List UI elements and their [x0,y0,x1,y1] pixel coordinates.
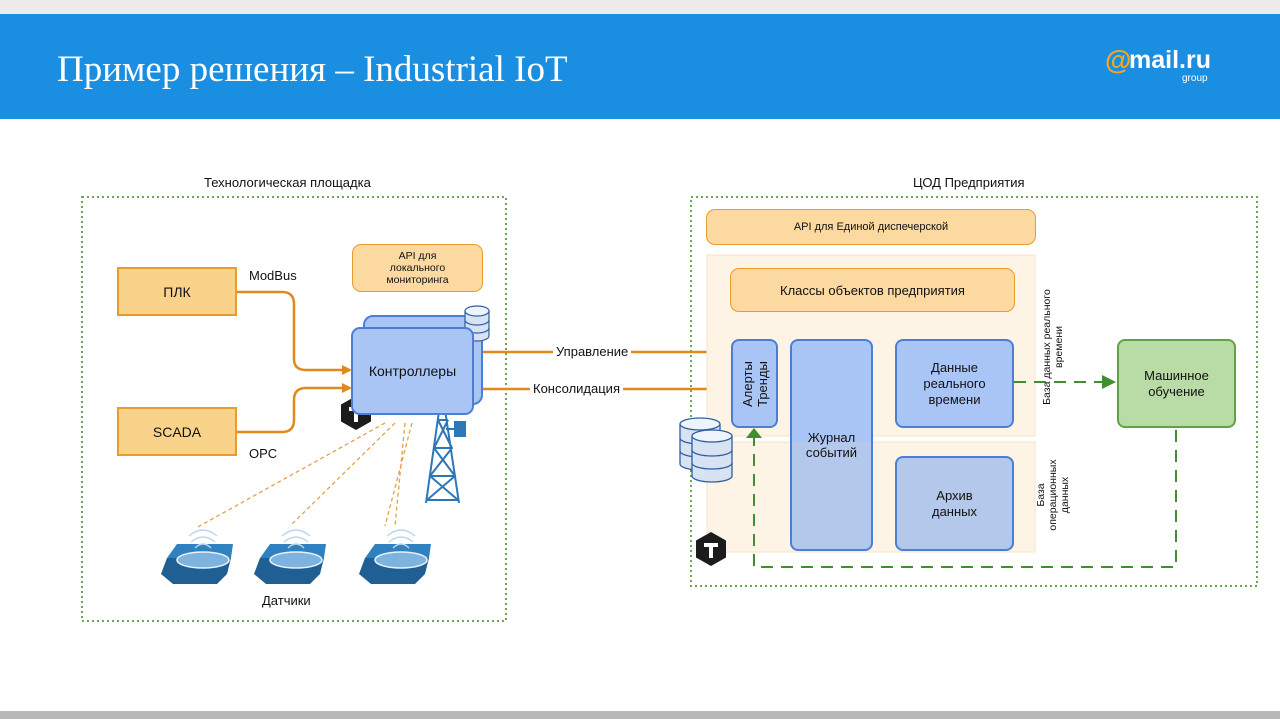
archive-box: Архив данных [895,456,1014,551]
api-local-line: API для [398,250,437,262]
alerts-line: Алерты [739,360,755,407]
rt-db-vertical-label: База данных реального времени [1041,285,1067,409]
api-dispatch-box: API для Единой диспечерской [706,209,1036,245]
realtime-line: реального [923,375,986,391]
archive-line: Архив [936,487,973,503]
rt-db-line: времени [1053,326,1065,368]
classes-label: Классы объектов предприятия [780,282,965,298]
modbus-connector [236,290,352,375]
journal-line: Журнал [807,430,856,445]
scada-label: SCADA [152,423,202,440]
api-local-box: API для локального мониторинга [352,244,483,292]
footer-bar [0,711,1280,719]
plc-label: ПЛК [163,283,191,300]
realtime-line: Данные [931,359,978,375]
ml-feedback-dashed-line [753,430,1177,568]
controllers-label: Контроллеры [368,363,457,379]
op-db-line: операционных [1047,459,1059,531]
modbus-label: ModBus [249,268,297,283]
ml-box: Машинное обучение [1117,339,1236,428]
site-title: Технологическая площадка [204,175,371,190]
logo-at-sign: @ [1105,45,1132,75]
ml-feedback-arrowhead [746,428,762,438]
op-db-line: База [1035,483,1047,507]
alerts-trends-box: Алерты Тренды [731,339,778,428]
classes-box: Классы объектов предприятия [730,268,1015,312]
api-local-line: мониторинга [386,274,449,286]
op-db-vertical-label: База операционных данных [1035,449,1073,541]
opc-connector [236,383,352,434]
sensor-icon [359,529,431,584]
scada-box: SCADA [117,407,237,456]
sensor-icon [161,529,233,584]
sensor-icon [254,529,326,584]
top-strip [0,0,1280,14]
logo-subtext: group [1182,73,1208,84]
api-local-line: локального [389,262,446,274]
ml-line: Машинное [1144,367,1209,383]
realtime-data-box: Данные реального времени [895,339,1014,428]
api-dispatch-label: API для Единой диспечерской [793,221,949,233]
controllers-box: Контроллеры [351,327,474,415]
op-db-line: данных [1059,476,1071,514]
journal-line: событий [805,445,858,460]
logo-text: mail.ru [1129,46,1211,74]
archive-line: данных [931,503,978,519]
alerts-trends-label: Алерты Тренды [740,361,770,407]
rt-db-line: База данных реального [1041,289,1053,405]
sensors-label: Датчики [262,593,311,608]
consolidation-label: Консолидация [530,381,623,396]
trends-line: Тренды [754,360,770,407]
database-icon [691,429,733,483]
plc-box: ПЛК [117,267,237,316]
radio-links [195,422,413,529]
site-frame [81,196,507,622]
dc-title: ЦОД Предприятия [913,175,1025,190]
page-title: Пример решения – Industrial IoT [57,49,568,90]
dc-frame [690,196,1258,587]
header-bar: Пример решения – Industrial IoT @ mail.r… [0,14,1280,119]
tarantool-logo-icon [696,532,726,566]
control-label: Управление [553,344,632,359]
opc-label: OPC [249,446,278,461]
journal-box: Журнал событий [790,339,873,551]
realtime-line: времени [928,391,981,407]
ml-line: обучение [1148,383,1205,399]
